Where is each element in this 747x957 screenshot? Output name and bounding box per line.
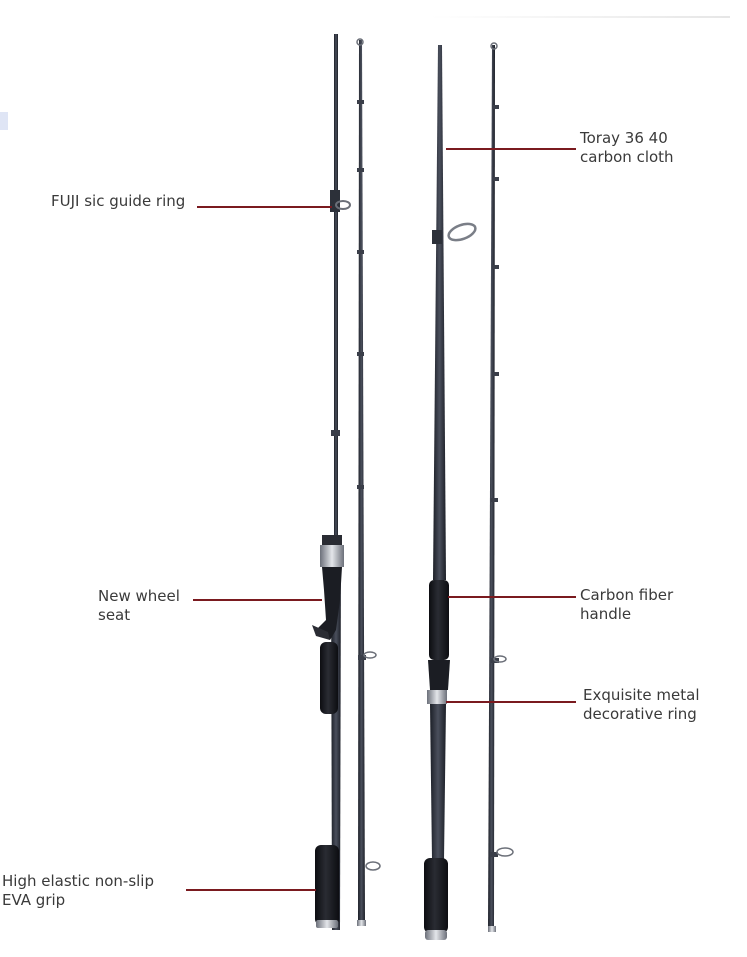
carbon-handle-label: Carbon fiber handle	[580, 586, 673, 624]
toray-carbon-label: Toray 36 40 carbon cloth	[580, 129, 674, 167]
carbon-handle	[429, 580, 449, 660]
top-rule	[430, 16, 730, 18]
label-text: FUJI sic guide ring	[51, 192, 186, 210]
label-text: High elastic non-slip	[2, 872, 154, 890]
foregrip	[320, 642, 338, 714]
spinning-rod-tip	[488, 42, 514, 932]
leader-lines	[186, 148, 576, 891]
decorative-ring-icon	[427, 690, 447, 704]
label-text: carbon cloth	[580, 148, 674, 166]
label-text: Exquisite metal	[583, 686, 700, 704]
corner-mark	[0, 112, 8, 130]
label-text: handle	[580, 605, 632, 623]
guide-ring-icon	[330, 190, 340, 212]
wheel-seat-label: New wheel seat	[98, 587, 180, 625]
label-text: New wheel	[98, 587, 180, 605]
label-text: Toray 36 40	[580, 129, 668, 147]
label-text: seat	[98, 606, 131, 624]
casting-rod-tip	[356, 38, 381, 926]
metal-ring-label: Exquisite metal decorative ring	[583, 686, 700, 724]
rod-blank	[334, 34, 338, 540]
casting-rod	[312, 34, 351, 930]
spinning-rod	[424, 45, 477, 940]
eva-grip	[315, 845, 339, 925]
label-text: decorative ring	[583, 705, 697, 723]
label-text: EVA grip	[2, 891, 66, 909]
label-text: Carbon fiber	[580, 586, 674, 604]
metal-ring-icon	[320, 545, 344, 567]
fuji-guide-ring-label: FUJI sic guide ring	[51, 192, 185, 211]
reel-seat	[318, 567, 342, 640]
eva-grip-label: High elastic non-slip EVA grip	[2, 872, 154, 910]
